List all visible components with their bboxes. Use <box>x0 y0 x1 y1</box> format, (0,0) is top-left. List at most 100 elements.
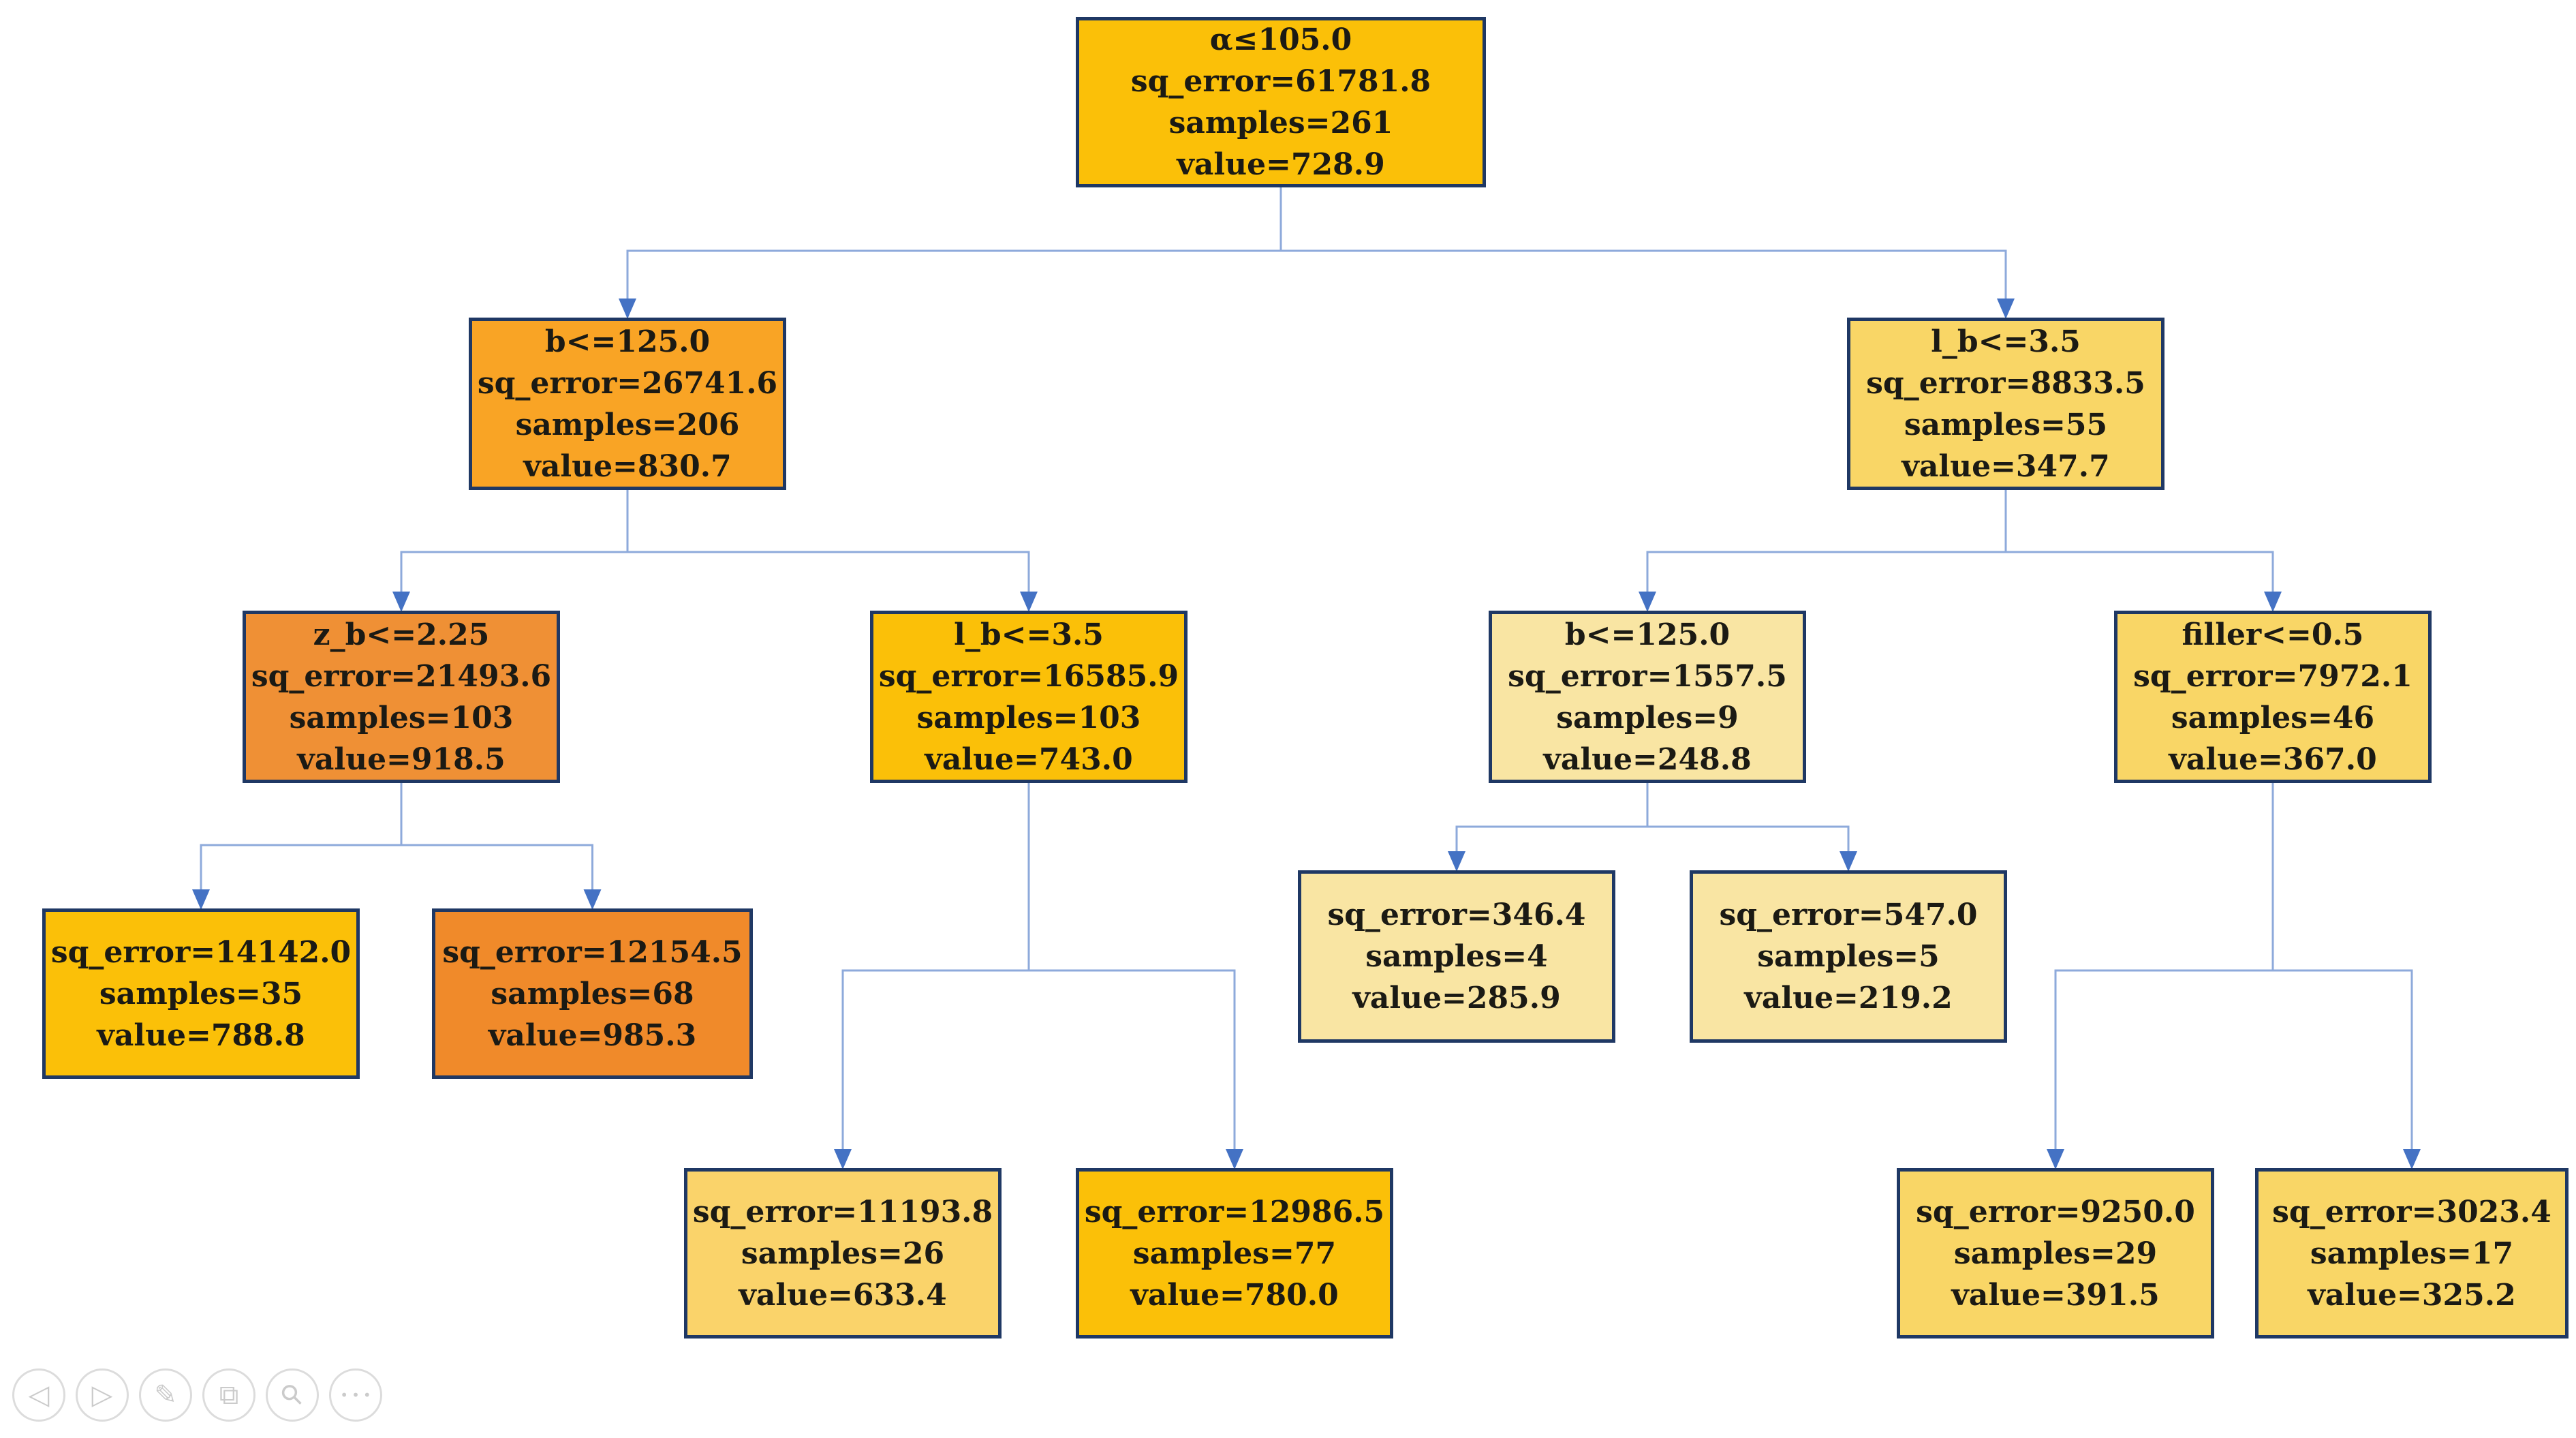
node-text-line: value=788.8 <box>97 1018 305 1053</box>
node-text-line: value=918.5 <box>297 741 506 777</box>
more-options-button[interactable]: ••• <box>329 1368 382 1422</box>
tree-node-leaf_3023: sq_error=3023.4 samples=17 value=325.2 <box>2255 1168 2569 1338</box>
node-text-line: samples=29 <box>1953 1236 2158 1271</box>
node-text-line: samples=103 <box>916 700 1141 735</box>
tree-edge-line <box>1455 783 1649 853</box>
node-text-line: sq_error=3023.4 <box>2272 1194 2551 1229</box>
node-text-line: sq_error=16585.9 <box>878 658 1179 694</box>
pen-icon: ✎ <box>154 1379 177 1411</box>
node-text-line: samples=4 <box>1365 939 1548 974</box>
zoom-button[interactable]: ⚲ <box>266 1368 319 1422</box>
node-text-line: sq_error=346.4 <box>1327 898 1586 932</box>
slides-overview-icon: ⧉ <box>219 1379 239 1411</box>
see-all-slides-button[interactable]: ⧉ <box>202 1368 255 1422</box>
node-text-line: value=367.0 <box>2169 741 2377 777</box>
tree-edge-arrow-icon <box>2264 592 2282 612</box>
tree-edge-arrow-icon <box>619 299 636 319</box>
pen-button[interactable]: ✎ <box>139 1368 192 1422</box>
node-text-line: value=830.7 <box>523 448 732 484</box>
node-text-line: b<=125.0 <box>544 324 711 359</box>
tree-edge-line <box>1027 783 1236 1150</box>
node-text-line: value=780.0 <box>1130 1277 1339 1313</box>
magnifier-icon: ⚲ <box>274 1377 311 1413</box>
tree-edge-arrow-icon <box>192 889 210 910</box>
node-text-line: sq_error=7972.1 <box>2133 658 2412 694</box>
tree-edge-line <box>1646 783 1850 853</box>
node-text-line: value=285.9 <box>1352 981 1561 1015</box>
node-text-line: sq_error=1557.5 <box>1508 658 1787 694</box>
tree-edge-arrow-icon <box>1840 851 1857 872</box>
tree-edge-line <box>2004 490 2274 593</box>
tree-edge-arrow-icon <box>1448 851 1465 872</box>
ellipsis-icon: ••• <box>340 1387 375 1403</box>
tree-edge-arrow-icon <box>2403 1149 2421 1169</box>
node-text-line: samples=206 <box>515 407 740 442</box>
tree-edge-line <box>841 783 1030 1150</box>
node-text-line: samples=46 <box>2171 700 2375 735</box>
node-text-line: value=728.9 <box>1177 147 1385 182</box>
node-text-line: value=219.2 <box>1744 981 1953 1015</box>
node-text-line: samples=35 <box>99 976 303 1011</box>
tree-node-leaf_14142: sq_error=14142.0 samples=35 value=788.8 <box>42 908 360 1079</box>
node-text-line: value=985.3 <box>488 1018 697 1053</box>
left-arrow-icon: ◁ <box>28 1379 50 1411</box>
tree-edge-arrow-icon <box>583 889 602 910</box>
tree-node-leaf_547: sq_error=547.0 samples=5 value=219.2 <box>1690 870 2007 1043</box>
tree-edge-line <box>626 187 1282 300</box>
node-text-line: sq_error=547.0 <box>1719 898 1978 932</box>
tree-edge-line <box>626 490 1030 593</box>
tree-edge-arrow-icon <box>392 592 410 612</box>
tree-node-leaf_12154: sq_error=12154.5 samples=68 value=985.3 <box>432 908 753 1079</box>
node-text-line: samples=5 <box>1757 939 1940 974</box>
tree-node-n_b1: b<=125.0 sq_error=26741.6 samples=206 value… <box>469 318 786 490</box>
node-text-line: samples=17 <box>2310 1236 2514 1271</box>
tree-node-n_lb2: l_b<=3.5 sq_error=16585.9 samples=103 value… <box>870 611 1188 783</box>
node-text-line: value=325.2 <box>2308 1277 2516 1313</box>
node-text-line: sq_error=26741.6 <box>477 365 778 401</box>
node-text-line: samples=26 <box>741 1236 945 1271</box>
node-text-line: samples=103 <box>289 700 514 735</box>
tree-edge-line <box>2054 783 2274 1150</box>
node-text-line: l_b<=3.5 <box>1931 324 2081 359</box>
previous-slide-button[interactable]: ◁ <box>12 1368 65 1422</box>
tree-edge-arrow-icon <box>1226 1149 1243 1169</box>
node-text-line: samples=55 <box>1904 407 2108 442</box>
node-text-line: sq_error=61781.8 <box>1130 64 1431 99</box>
node-text-line: value=633.4 <box>739 1277 947 1313</box>
tree-edge-arrow-icon <box>834 1149 852 1169</box>
node-text-line: sq_error=9250.0 <box>1916 1194 2195 1229</box>
node-text-line: samples=9 <box>1556 700 1739 735</box>
node-text-line: α≤105.0 <box>1209 22 1352 57</box>
node-text-line: samples=77 <box>1132 1236 1337 1271</box>
tree-node-leaf_346: sq_error=346.4 samples=4 value=285.9 <box>1298 870 1615 1043</box>
next-slide-button[interactable]: ▷ <box>76 1368 129 1422</box>
node-text-line: sq_error=11193.8 <box>692 1194 993 1229</box>
tree-node-leaf_12986: sq_error=12986.5 samples=77 value=780.0 <box>1076 1168 1393 1338</box>
node-text-line: samples=261 <box>1168 106 1393 140</box>
node-text-line: sq_error=14142.0 <box>50 934 352 970</box>
node-text-line: sq_error=21493.6 <box>251 658 552 694</box>
node-text-line: sq_error=12154.5 <box>442 934 743 970</box>
tree-edge-arrow-icon <box>2047 1149 2064 1169</box>
tree-edge-arrow-icon <box>1639 592 1656 612</box>
tree-node-n_filler: filler<=0.5 sq_error=7972.1 samples=46 valu… <box>2114 611 2432 783</box>
tree-edge-line <box>1279 187 2007 300</box>
slideshow-toolbar: ◁ ▷ ✎ ⧉ ⚲ ••• <box>12 1368 382 1422</box>
node-text-line: value=743.0 <box>925 741 1133 777</box>
node-text-line: samples=68 <box>491 976 694 1011</box>
node-text-line: sq_error=12986.5 <box>1084 1194 1385 1229</box>
node-text-line: b<=125.0 <box>1564 617 1731 652</box>
node-text-line: l_b<=3.5 <box>954 617 1104 652</box>
tree-node-root: α≤105.0 sq_error=61781.8 samples=261 value=… <box>1076 17 1486 187</box>
node-text-line: filler<=0.5 <box>2182 617 2364 652</box>
node-text-line: value=347.7 <box>1902 448 2110 484</box>
tree-edge-line <box>400 490 629 593</box>
tree-edge-line <box>1646 490 2007 593</box>
tree-edge-line <box>400 783 593 891</box>
right-arrow-icon: ▷ <box>91 1379 113 1411</box>
tree-edge-line <box>200 783 403 891</box>
